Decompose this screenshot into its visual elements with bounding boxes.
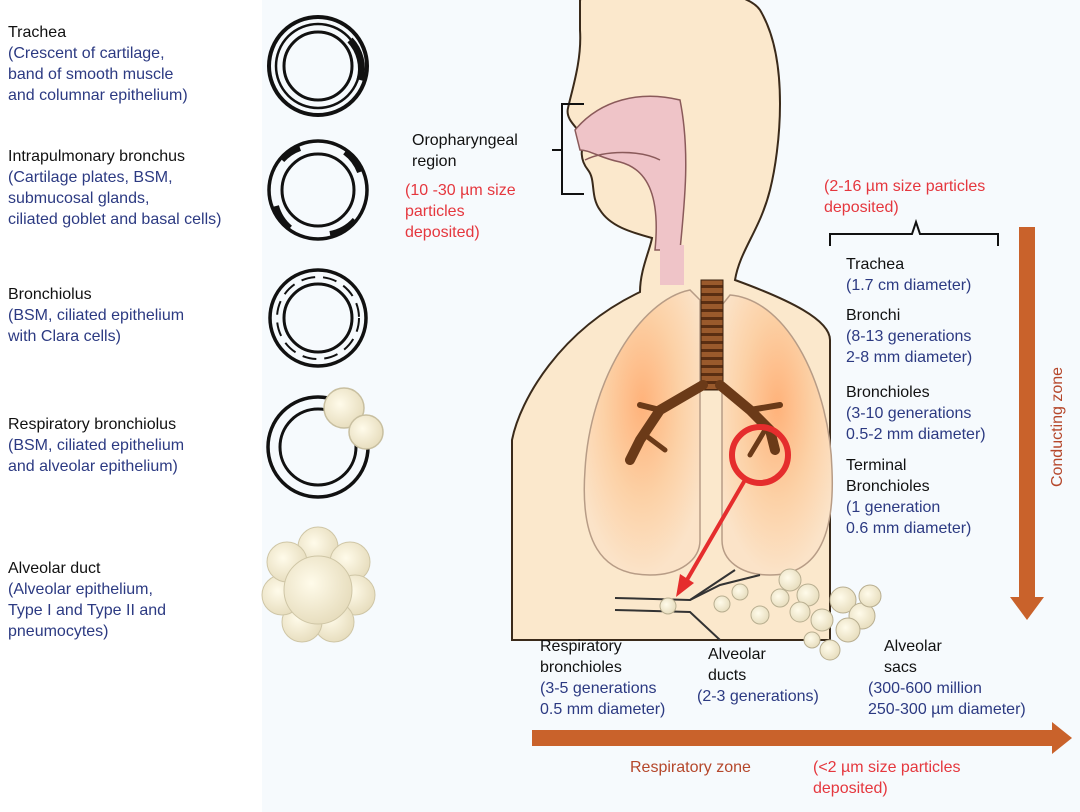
highlight-circle [729, 424, 791, 486]
trachea-label: Trachea [8, 24, 67, 41]
trachea-description: (Crescent of cartilage, band of smooth m… [8, 45, 188, 104]
alveolar-duct-description: (Alveolar epithelium, Type I and Type II… [8, 581, 167, 640]
alveolar-sacs-label: Alveolar sacs [884, 638, 942, 676]
alveolar-duct-cross-section [261, 526, 376, 643]
trachea-and-bronchi [625, 279, 783, 465]
bronchiolus-description: (BSM, ciliated epithelium with Clara cel… [8, 307, 185, 345]
conducting-zone-label-wrap: Conducting zone [1046, 367, 1070, 487]
conducting-zone-arrow [1010, 227, 1044, 620]
conducting-zone-label: Conducting zone [1049, 366, 1066, 488]
conducting-zone-bracket [829, 218, 999, 246]
highlight-arrow [676, 478, 747, 597]
alveolar-ducts-label: Alveolar ducts [708, 646, 766, 684]
respiratory-bronchiolus-description: (BSM, ciliated epithelium and alveolar e… [8, 437, 185, 475]
conducting-bronchioles-detail: (3-10 generations 0.5-2 mm diameter) [846, 405, 986, 443]
intrapulmonary-bronchus-label: Intrapulmonary bronchus [8, 148, 185, 165]
conducting-trachea-detail: (1.7 cm diameter) [846, 277, 972, 294]
conducting-bronchi-label: Bronchi [846, 307, 901, 324]
oropharyngeal-deposit: (10 -30 µm size particles deposited) [405, 182, 516, 241]
conducting-terminal-bronchioles-label: Terminal Bronchioles [846, 457, 930, 495]
oropharyngeal-bracket [552, 103, 584, 195]
alveolar-cluster [614, 568, 882, 661]
conducting-bronchioles-label: Bronchioles [846, 384, 930, 401]
bronchus-cross-section [267, 139, 369, 241]
bronchiolus-cross-section [268, 268, 368, 368]
alveolar-ducts-detail: (2-3 generations) [697, 688, 819, 705]
conducting-deposit: (2-16 µm size particles deposited) [824, 178, 986, 216]
respiratory-bronchioles-detail: (3-5 generations 0.5 mm diameter) [540, 680, 666, 718]
trachea-cross-section [267, 15, 369, 117]
respiratory-bronchiolus-label: Respiratory bronchiolus [8, 416, 177, 433]
bronchiolus-label: Bronchiolus [8, 286, 92, 303]
respiratory-zone-arrow [532, 722, 1072, 754]
alveolar-duct-label: Alveolar duct [8, 560, 101, 577]
conducting-bronchi-detail: (8-13 generations 2-8 mm diameter) [846, 328, 973, 366]
respiratory-bronchiolus-cross-section [266, 387, 384, 499]
respiratory-zone-label: Respiratory zone [630, 759, 751, 776]
alveolar-sacs-detail: (300-600 million 250-300 µm diameter) [868, 680, 1026, 718]
intrapulmonary-bronchus-description: (Cartilage plates, BSM, submucosal gland… [8, 169, 222, 228]
conducting-trachea-label: Trachea [846, 256, 905, 273]
conducting-terminal-bronchioles-detail: (1 generation 0.6 mm diameter) [846, 499, 972, 537]
respiratory-bronchioles-label: Respiratory bronchioles [540, 638, 622, 676]
respiratory-deposit: (<2 µm size particles deposited) [813, 759, 961, 797]
oropharyngeal-label: Oropharyngeal region [412, 132, 518, 170]
